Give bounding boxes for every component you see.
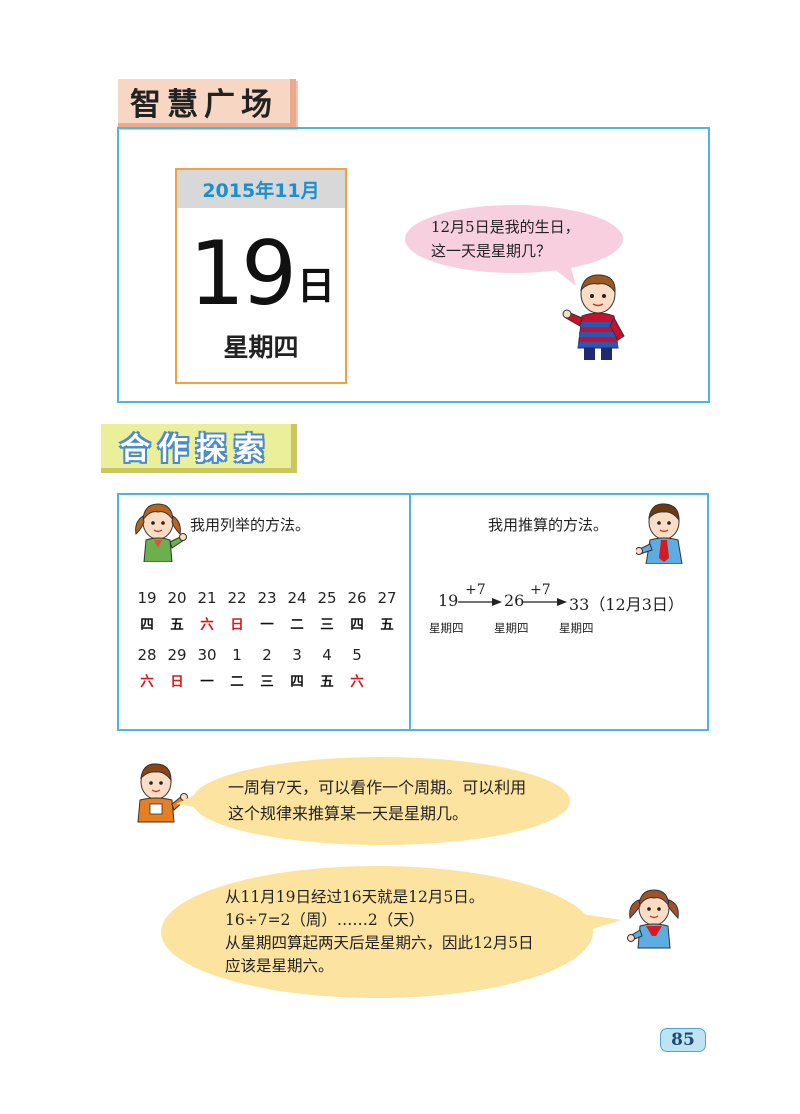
- date-cell: 24: [287, 589, 307, 607]
- solution-line-1: 从11月19日经过16天就是12月5日。: [225, 888, 485, 906]
- weekday-cell: 三: [260, 674, 274, 690]
- section-title-cooperative-exploration: 合作探索: [101, 424, 297, 473]
- calc-start: 19: [438, 591, 459, 610]
- weekday-cell: 四: [350, 617, 364, 633]
- wisdom-square-box: [117, 127, 710, 403]
- weekday-cell: 二: [230, 674, 244, 690]
- date-cell: 4: [322, 646, 332, 664]
- calendar-day-suffix: 日: [296, 264, 335, 308]
- date-cell: 27: [377, 589, 397, 607]
- weekday-cell: 四: [290, 674, 304, 690]
- birthday-question-bubble: 12月5日是我的生日， 这一天是星期几？: [405, 205, 623, 273]
- weekday-cell: 日: [170, 674, 184, 690]
- date-cell: 1: [232, 646, 242, 664]
- question-line-2: 这一天是星期几？: [431, 242, 552, 260]
- listing-method-heading: 我用列举的方法。: [190, 516, 311, 534]
- girl-red-scarf-icon: [627, 889, 679, 949]
- section-title-wisdom-square: 智慧广场: [118, 79, 296, 128]
- date-cell: 19: [137, 589, 157, 607]
- solution-line-4: 应该是星期六。: [225, 957, 334, 975]
- calendar-month-header: 2015年11月: [177, 170, 345, 208]
- girl-character-icon: [135, 503, 187, 562]
- date-cell: 20: [167, 589, 187, 607]
- weekday-cell: 五: [380, 617, 394, 633]
- weekday-cell: 五: [320, 674, 334, 690]
- date-cell: 26: [347, 589, 367, 607]
- calc-weekday-2: 星期四: [494, 621, 529, 635]
- weekday-cell: 一: [200, 674, 214, 690]
- methods-box: [117, 493, 709, 731]
- boy-with-tie-icon: [636, 503, 683, 564]
- calc-step-2: +7: [530, 582, 551, 598]
- date-cell: 5: [352, 646, 362, 664]
- weekday-cell: 四: [140, 617, 154, 633]
- calendar-card: 2015年11月 19 日 星期四: [175, 168, 347, 384]
- calc-mid: 26: [504, 591, 525, 610]
- date-cell: 29: [167, 646, 187, 664]
- calc-step-1: +7: [465, 582, 486, 598]
- methods-divider: [409, 493, 411, 729]
- date-cell: 28: [137, 646, 157, 664]
- date-cell: 25: [317, 589, 337, 607]
- boy-orange-shirt-icon: [137, 763, 188, 823]
- solution-line-3: 从星期四算起两天后是星期六，因此12月5日: [225, 934, 534, 952]
- date-cell: 23: [257, 589, 277, 607]
- calendar-weekday: 星期四: [223, 333, 299, 362]
- calculation-method-heading: 我用推算的方法。: [488, 516, 609, 534]
- weekday-cell: 五: [170, 617, 184, 633]
- weekday-cell: 二: [290, 617, 304, 633]
- period-line-1: 一周有7天，可以看作一个周期。可以利用: [228, 778, 527, 797]
- page-number: 85: [660, 1028, 706, 1052]
- date-cell: 2: [262, 646, 272, 664]
- calc-weekday-1: 星期四: [429, 621, 464, 635]
- question-line-1: 12月5日是我的生日，: [431, 218, 580, 236]
- weekday-cell: 六: [350, 674, 364, 690]
- calendar-day: 19 日: [189, 218, 339, 318]
- arrow-2-icon: [523, 598, 567, 606]
- date-cell: 22: [227, 589, 247, 607]
- weekday-cell: 六: [200, 617, 214, 633]
- solution-line-2: 16÷7=2（周）……2（天）: [225, 911, 425, 929]
- date-cell: 21: [197, 589, 217, 607]
- date-cell: 30: [197, 646, 217, 664]
- arrow-1-icon: [458, 598, 502, 606]
- date-cell: 3: [292, 646, 302, 664]
- weekday-cell: 日: [230, 617, 244, 633]
- solution-bubble: 从11月19日经过16天就是12月5日。 16÷7=2（周）……2（天） 从星期…: [161, 866, 593, 998]
- weekday-cell: 六: [140, 674, 154, 690]
- bubble-tail: [582, 914, 622, 932]
- period-line-2: 这个规律来推算某一天是星期几。: [228, 804, 469, 823]
- bubble-tail: [548, 264, 576, 286]
- weekday-cell: 三: [320, 617, 334, 633]
- calendar-day-number: 19: [189, 222, 297, 325]
- boy-character-icon: [562, 274, 625, 360]
- calc-weekday-3: 星期四: [559, 621, 594, 635]
- period-note-bubble: 一周有7天，可以看作一个周期。可以利用 这个规律来推算某一天是星期几。: [192, 757, 570, 845]
- weekday-cell: 一: [260, 617, 274, 633]
- calc-end: 33（12月3日）: [569, 595, 684, 614]
